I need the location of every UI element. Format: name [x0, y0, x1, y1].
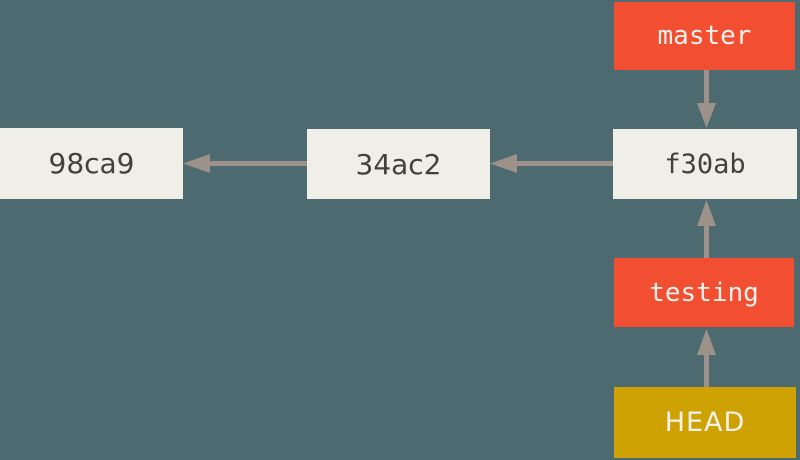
arrow-34ac2-to-98ca9 [183, 154, 307, 173]
branch-name: testing [649, 277, 759, 308]
arrow-master-to-f30ab [697, 70, 716, 128]
commit-node-f30ab: f30ab [613, 129, 797, 199]
arrow-f30ab-to-34ac2 [490, 154, 613, 173]
commit-hash: 98ca9 [48, 147, 135, 180]
branch-name: master [657, 21, 752, 51]
commit-node-34ac2: 34ac2 [307, 129, 490, 199]
arrow-head-to-testing [697, 329, 716, 387]
branch-label-master: master [614, 2, 795, 70]
head-label: HEAD [614, 387, 796, 458]
commit-hash: 34ac2 [355, 147, 442, 181]
branch-label-testing: testing [614, 258, 794, 327]
head-name: HEAD [664, 407, 746, 438]
arrow-testing-to-f30ab [697, 200, 716, 258]
commit-hash: f30ab [664, 148, 746, 180]
commit-node-98ca9: 98ca9 [0, 128, 183, 199]
